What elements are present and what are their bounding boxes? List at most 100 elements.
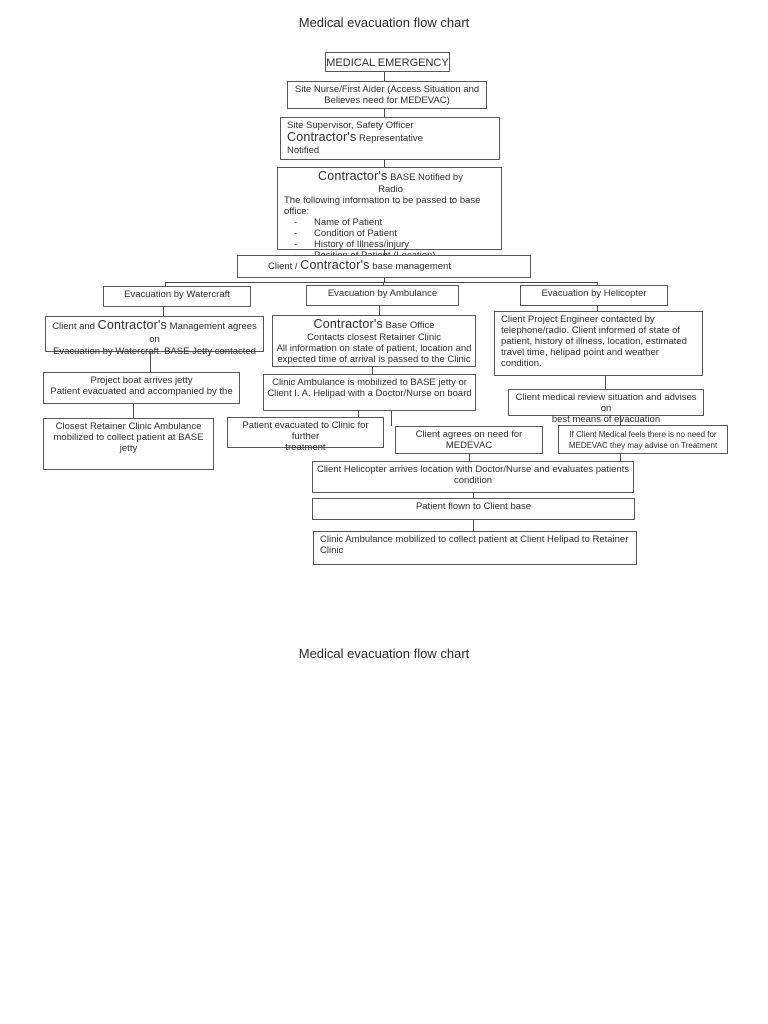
text-fragment: Client / [268,261,301,272]
text-fragment: BASE Notified by [387,172,463,183]
text-line: Contractor's Representative [287,131,495,145]
dash-bullet: - [294,228,298,239]
connector-line [384,249,385,255]
connector-line [383,282,384,285]
connector-line [133,404,134,418]
text-line: Contacts closest Retainer Clinic [306,332,442,343]
connector-line [597,306,598,311]
text-line: All information on state of patient, loc… [276,343,472,354]
node-client-medical-review: Client medical review situation and advi… [508,389,704,425]
text-line: patient, history of illness, location, e… [501,336,687,347]
text-line: treatment [285,442,326,453]
text-line: expected time of arrival is passed to th… [277,354,471,365]
text-line: Client and Contractor's Management agree… [46,319,263,346]
node-clinic-ambulance-mobilized: Clinic Ambulance is mobilized to BASE je… [263,374,476,411]
connector-line [469,454,470,461]
node-clinic-ambulance-collect: Clinic Ambulance mobilized to collect pa… [313,531,637,565]
text-fragment: Management agrees on [149,321,257,345]
connector-line [384,72,385,81]
text-line: Client agrees on need for [415,429,523,440]
node-label: Patient flown to Client base [415,501,532,512]
text-line: condition [453,475,493,486]
connector-line [620,454,621,461]
connector-line [384,160,385,167]
text-line: Client I. A. Helipad with a Doctor/Nurse… [267,388,472,399]
connector-line [165,282,166,286]
connector-line [358,411,359,417]
node-label: Evacuation by Helicopter [541,288,647,299]
text-line: Closest Retainer Clinic Ambulance [55,421,202,432]
connector-line [597,282,598,285]
node-patient-evacuated-clinic: Patient evacuated to Clinic for further … [227,417,384,453]
list-item: - Condition of Patient [284,228,497,239]
text-line: Site Nurse/First Aider (Access Situation… [294,84,480,95]
text-line: best means of evacuation [551,414,661,425]
emphasis-text: Contractor's [287,130,357,144]
node-label: Evacuation by Watercraft [124,289,230,300]
node-label: Evacuation by Ambulance [327,288,438,299]
connector-line [384,108,385,117]
node-closest-retainer-clinic: Closest Retainer Clinic Ambulance mobili… [43,418,214,470]
list-item: - History of Illness/injury [284,239,497,250]
text-fragment: base management [369,261,451,272]
text-line: The following information to be passed t… [284,195,481,217]
connector-line [620,416,621,425]
text-line: Clinic [320,545,344,556]
text-line: Contractor's BASE Notified by [284,170,497,184]
node-contractors-base-notified: Contractor's BASE Notified by Radio The … [277,167,502,261]
text-line: Project boat arrives jetty [90,375,193,386]
text-line: Contractor's Base Office [273,318,475,332]
text-line: Client Project Engineer contacted by [501,314,655,325]
node-no-need-medevac: If Client Medical feels there is no need… [558,425,728,454]
connector-line [150,351,151,372]
connector-line [163,307,164,316]
node-branch-evacuation-watercraft: Evacuation by Watercraft [103,286,251,307]
text-line: MEDEVAC they may advise on Treatment [568,441,718,450]
emphasis-text: Contractor's [97,318,168,332]
text-line: Patient evacuated and accompanied by the [50,386,233,397]
node-branch-evacuation-helicopter: Evacuation by Helicopter [520,285,668,306]
page-title: Medical evacuation flow chart [298,15,470,30]
node-client-agrees-medevac: Client agrees on need for MEDEVAC [395,426,543,454]
text-line: mobilized to collect patient at BASE [53,432,204,443]
connector-line [384,277,385,282]
list-item-text: Condition of Patient [314,228,397,239]
emphasis-text: Contractor's [313,317,383,331]
text-line: Patient evacuated to Clinic for further [242,420,369,442]
text-fragment: Base Office [382,320,435,331]
node-base-management: Client / Contractor's base management [237,255,531,278]
list-item: - Name of Patient [284,217,497,228]
connector-line [473,520,474,531]
node-site-nurse: Site Nurse/First Aider (Access Situation… [287,81,487,109]
list-item-text: History of Illness/injury [314,239,410,250]
text-line: Believes need for MEDEVAC) [324,95,450,106]
connector-line [165,282,598,283]
text-line: Evacuation by Watercraft. BASE Jetty con… [53,346,256,357]
dash-bullet: - [294,239,298,250]
text-line: Clinic Ambulance mobilized to collect pa… [320,534,629,545]
node-label: MEDICAL EMERGENCY [326,57,449,69]
dash-bullet: - [294,217,298,228]
node-patient-flown: Patient flown to Client base [312,498,635,520]
text-fragment: Client and [52,321,98,332]
node-contractors-base-office: Contractor's Base Office Contacts closes… [272,315,476,367]
node-branch-evacuation-ambulance: Evacuation by Ambulance [306,285,459,306]
text-line: Site Supervisor, Safety Officer [287,120,414,131]
node-medical-emergency: MEDICAL EMERGENCY [325,52,450,72]
connector-line [372,367,373,374]
node-project-boat-arrives: Project boat arrives jetty Patient evacu… [43,372,240,404]
list-item-text: Name of Patient [314,217,383,228]
connector-line [473,493,474,498]
text-line: Radio [378,184,403,195]
text-line: jetty [119,443,138,454]
text-line: If Client Medical feels there is no need… [569,430,717,439]
node-client-project-engineer: Client Project Engineer contacted by tel… [494,311,703,376]
connector-line [379,306,380,315]
text-line: Notified [287,145,320,156]
text-line: MEDEVAC [445,440,493,451]
connector-line [391,411,392,426]
emphasis-text: Contractor's [300,258,370,272]
text-fragment: Representative [356,133,423,144]
text-line: Clinic Ambulance is mobilized to BASE je… [272,377,467,388]
